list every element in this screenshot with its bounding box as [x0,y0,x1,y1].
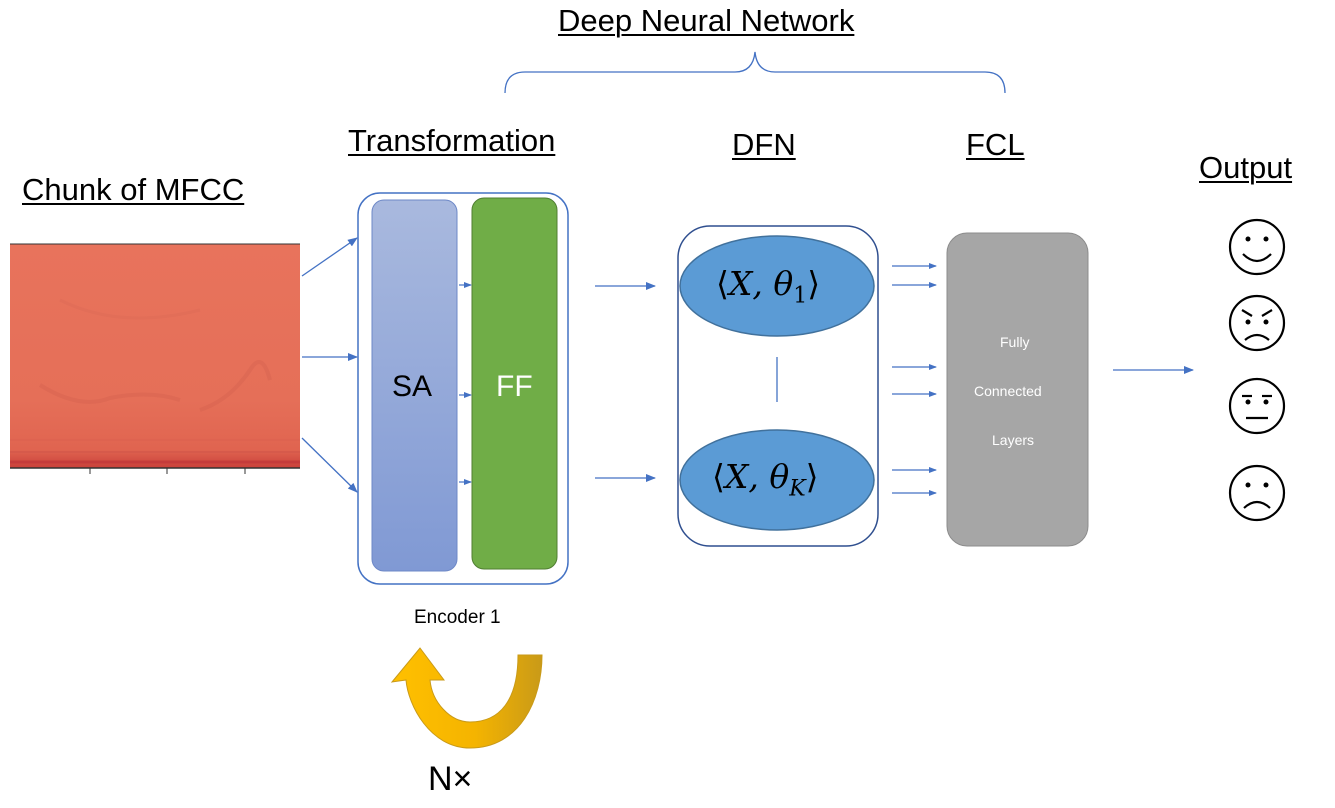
dfn-node-last-label: ⟨X, θK⟩ [712,457,819,502]
dfn-label: DFN [732,127,796,162]
happy-face-icon [1228,218,1286,276]
angry-face-icon [1228,294,1286,352]
dfn-node-first-label: ⟨X, θ1⟩ [716,264,820,309]
fcl-text-line3: Layers [992,432,1035,448]
dfn-block [677,225,879,547]
angle-close: ⟩ [805,457,819,496]
angle-open: ⟨ [712,457,725,496]
input-arrow-bottom [301,437,358,493]
repeat-loop-arrow [390,647,543,749]
node-subscript: K [789,476,806,502]
encoder-block [357,192,569,585]
transformation-label: Transformation [348,123,556,158]
fcl-box [946,232,1089,547]
repeat-label: N× [428,760,473,798]
diagram-title: Deep Neural Network [558,3,855,38]
node-vars: X, θ [728,264,794,303]
dnn-brace [504,51,1006,94]
sa-label: SA [392,370,433,403]
dfn-node-first [679,235,875,337]
angle-close: ⟩ [807,264,821,303]
node-subscript: 1 [793,283,808,309]
fcl-text-line2: Connected [974,383,1042,399]
output-label: Output [1199,150,1293,185]
fcl-text-line1: Fully [1000,334,1030,350]
dfn-node-last [679,429,875,531]
node-vars: X, θ [724,457,790,496]
ff-box [471,197,558,570]
input-arrow-top [301,237,358,277]
encoder-caption: Encoder 1 [414,607,501,628]
angle-open: ⟨ [716,264,729,303]
input-label: Chunk of MFCC [22,172,245,207]
sa-box [371,199,458,572]
fcl-label: FCL [966,127,1025,162]
mfcc-spectrogram [10,243,300,474]
ff-label: FF [496,370,533,403]
sad-face-icon [1228,464,1286,522]
neutral-face-icon [1228,377,1286,435]
